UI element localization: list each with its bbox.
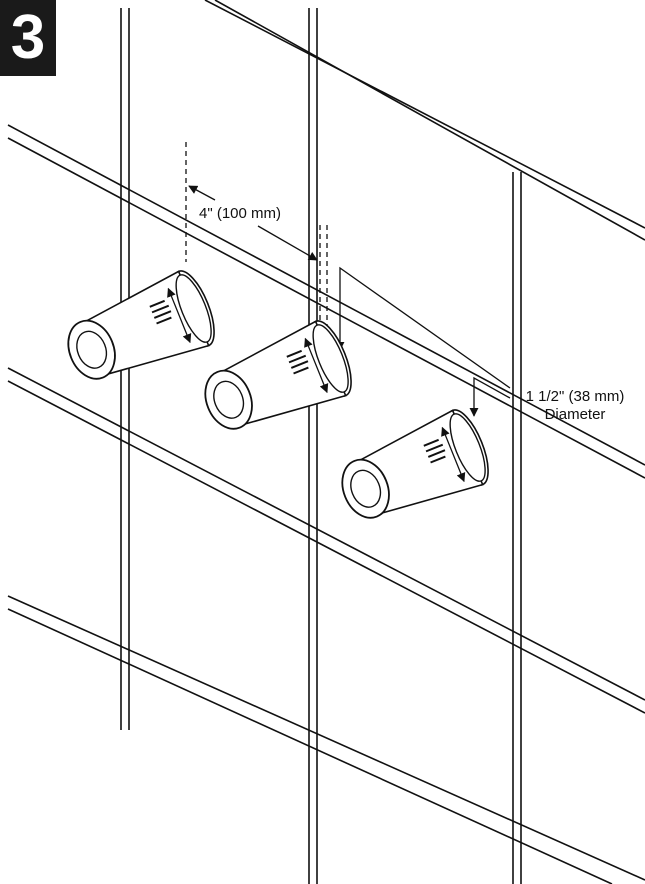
diameter-leader-bottom <box>469 376 511 417</box>
grout-line-diagonal-1 <box>204 0 645 241</box>
diameter-word-text: Diameter <box>544 406 606 423</box>
tile-grid <box>7 0 645 884</box>
stub-out-right <box>341 409 489 519</box>
grout-line-vertical-2 <box>308 8 318 884</box>
stub-out-left <box>67 270 215 380</box>
grout-line-vertical-3 <box>512 172 522 884</box>
diameter-dimension-label: 1 1/2" (38 mm) Diameter <box>510 388 640 424</box>
diameter-value-text: 1 1/2" (38 mm) <box>525 388 625 405</box>
dimension-lines <box>185 142 511 417</box>
diameter-leader-top <box>335 266 511 389</box>
spacing-arrow-right <box>257 225 318 261</box>
spacing-dimension-label: 4" (100 mm) <box>197 205 284 223</box>
grout-line-diagonal-4 <box>7 595 645 884</box>
cartridge-stamp <box>423 438 446 464</box>
spacing-arrow-left <box>188 185 216 201</box>
step-number-badge: 3 <box>0 0 56 76</box>
grout-line-diagonal-3 <box>7 367 645 714</box>
stub-out-center <box>204 320 352 430</box>
